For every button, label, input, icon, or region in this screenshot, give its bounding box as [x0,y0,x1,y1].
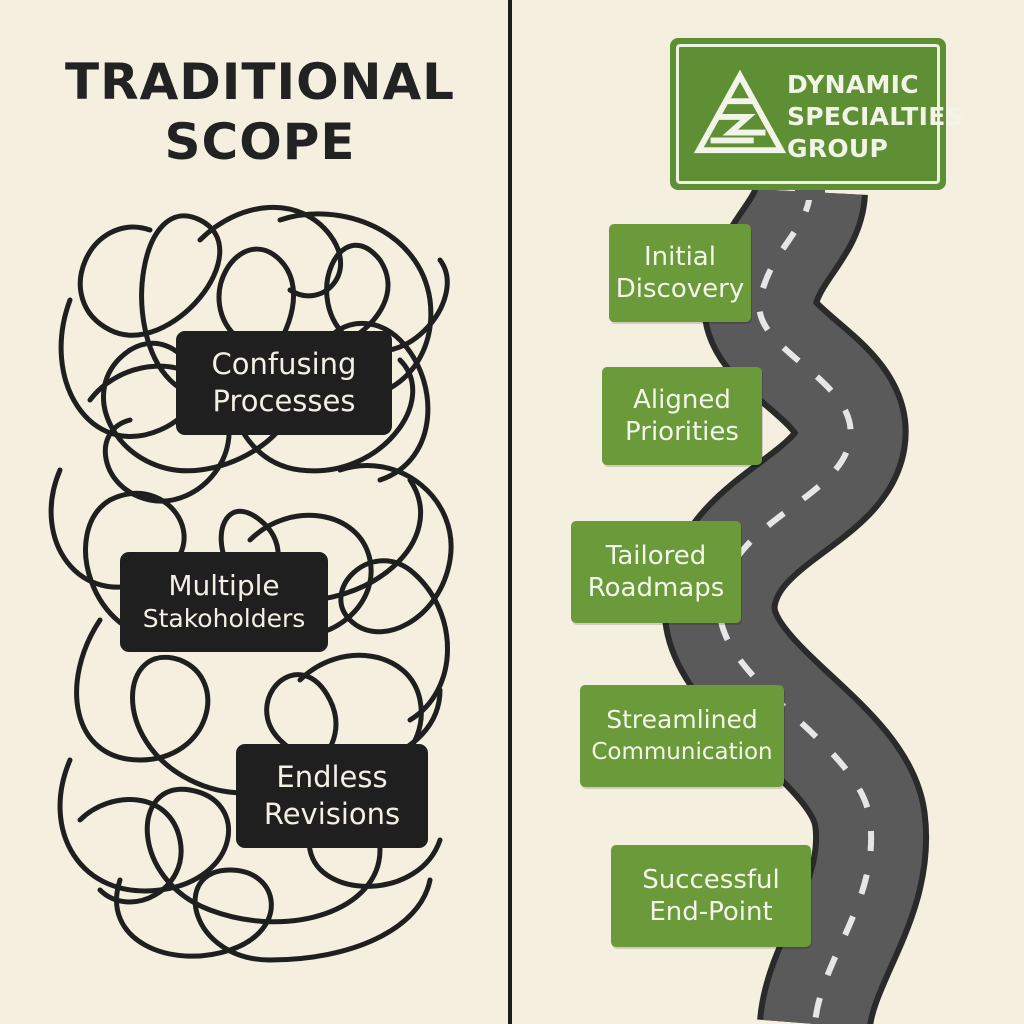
pain-point-box: Multiple Stakoholders [120,552,328,652]
step-line-1: Successful [642,865,780,895]
step-line-1: Tailored [605,541,707,571]
sign-line-2: SPECIALTIES [787,102,964,131]
center-divider [508,0,512,1024]
triangle-logo-icon [693,69,787,154]
step-line-2: Roadmaps [587,573,725,603]
step-line-1: Streamlined [606,705,758,734]
company-sign: DYNAMIC SPECIALTIES GROUP [670,38,964,190]
pain-point-line-2: Stakoholders [142,604,306,633]
pain-point-line-2: Revisions [263,797,401,831]
pain-point-line-1: Multiple [168,569,280,602]
left-title: TRADITIONAL SCOPE [20,52,500,172]
step-box: Aligned Priorities [602,367,762,465]
title-line-2: SCOPE [164,113,356,171]
step-box: Successful End-Point [611,845,811,947]
step-line-2: Discovery [615,274,745,304]
pain-point-box: Confusing Processes [176,331,392,435]
tangle-lines [48,204,454,963]
step-line-2: End-Point [649,897,773,927]
sign-text: DYNAMIC SPECIALTIES GROUP [787,69,964,165]
sign-line-1: DYNAMIC [787,70,919,99]
step-box: Tailored Roadmaps [571,521,741,623]
step-line-1: Initial [644,242,716,272]
pain-point-line-1: Endless [276,760,388,794]
pain-point-line-1: Confusing [211,347,357,381]
sign-border: DYNAMIC SPECIALTIES GROUP [676,44,964,184]
step-box: Streamlined Communication [580,685,784,787]
step-line-2: Communication [591,739,773,765]
step-box: Initial Discovery [609,224,751,322]
sign-line-3: GROUP [787,134,889,163]
pain-point-line-2: Processes [212,384,356,418]
title-line-1: TRADITIONAL [64,53,456,111]
pain-point-box: Endless Revisions [236,744,428,848]
step-line-1: Aligned [633,385,731,415]
step-line-2: Priorities [625,417,739,447]
